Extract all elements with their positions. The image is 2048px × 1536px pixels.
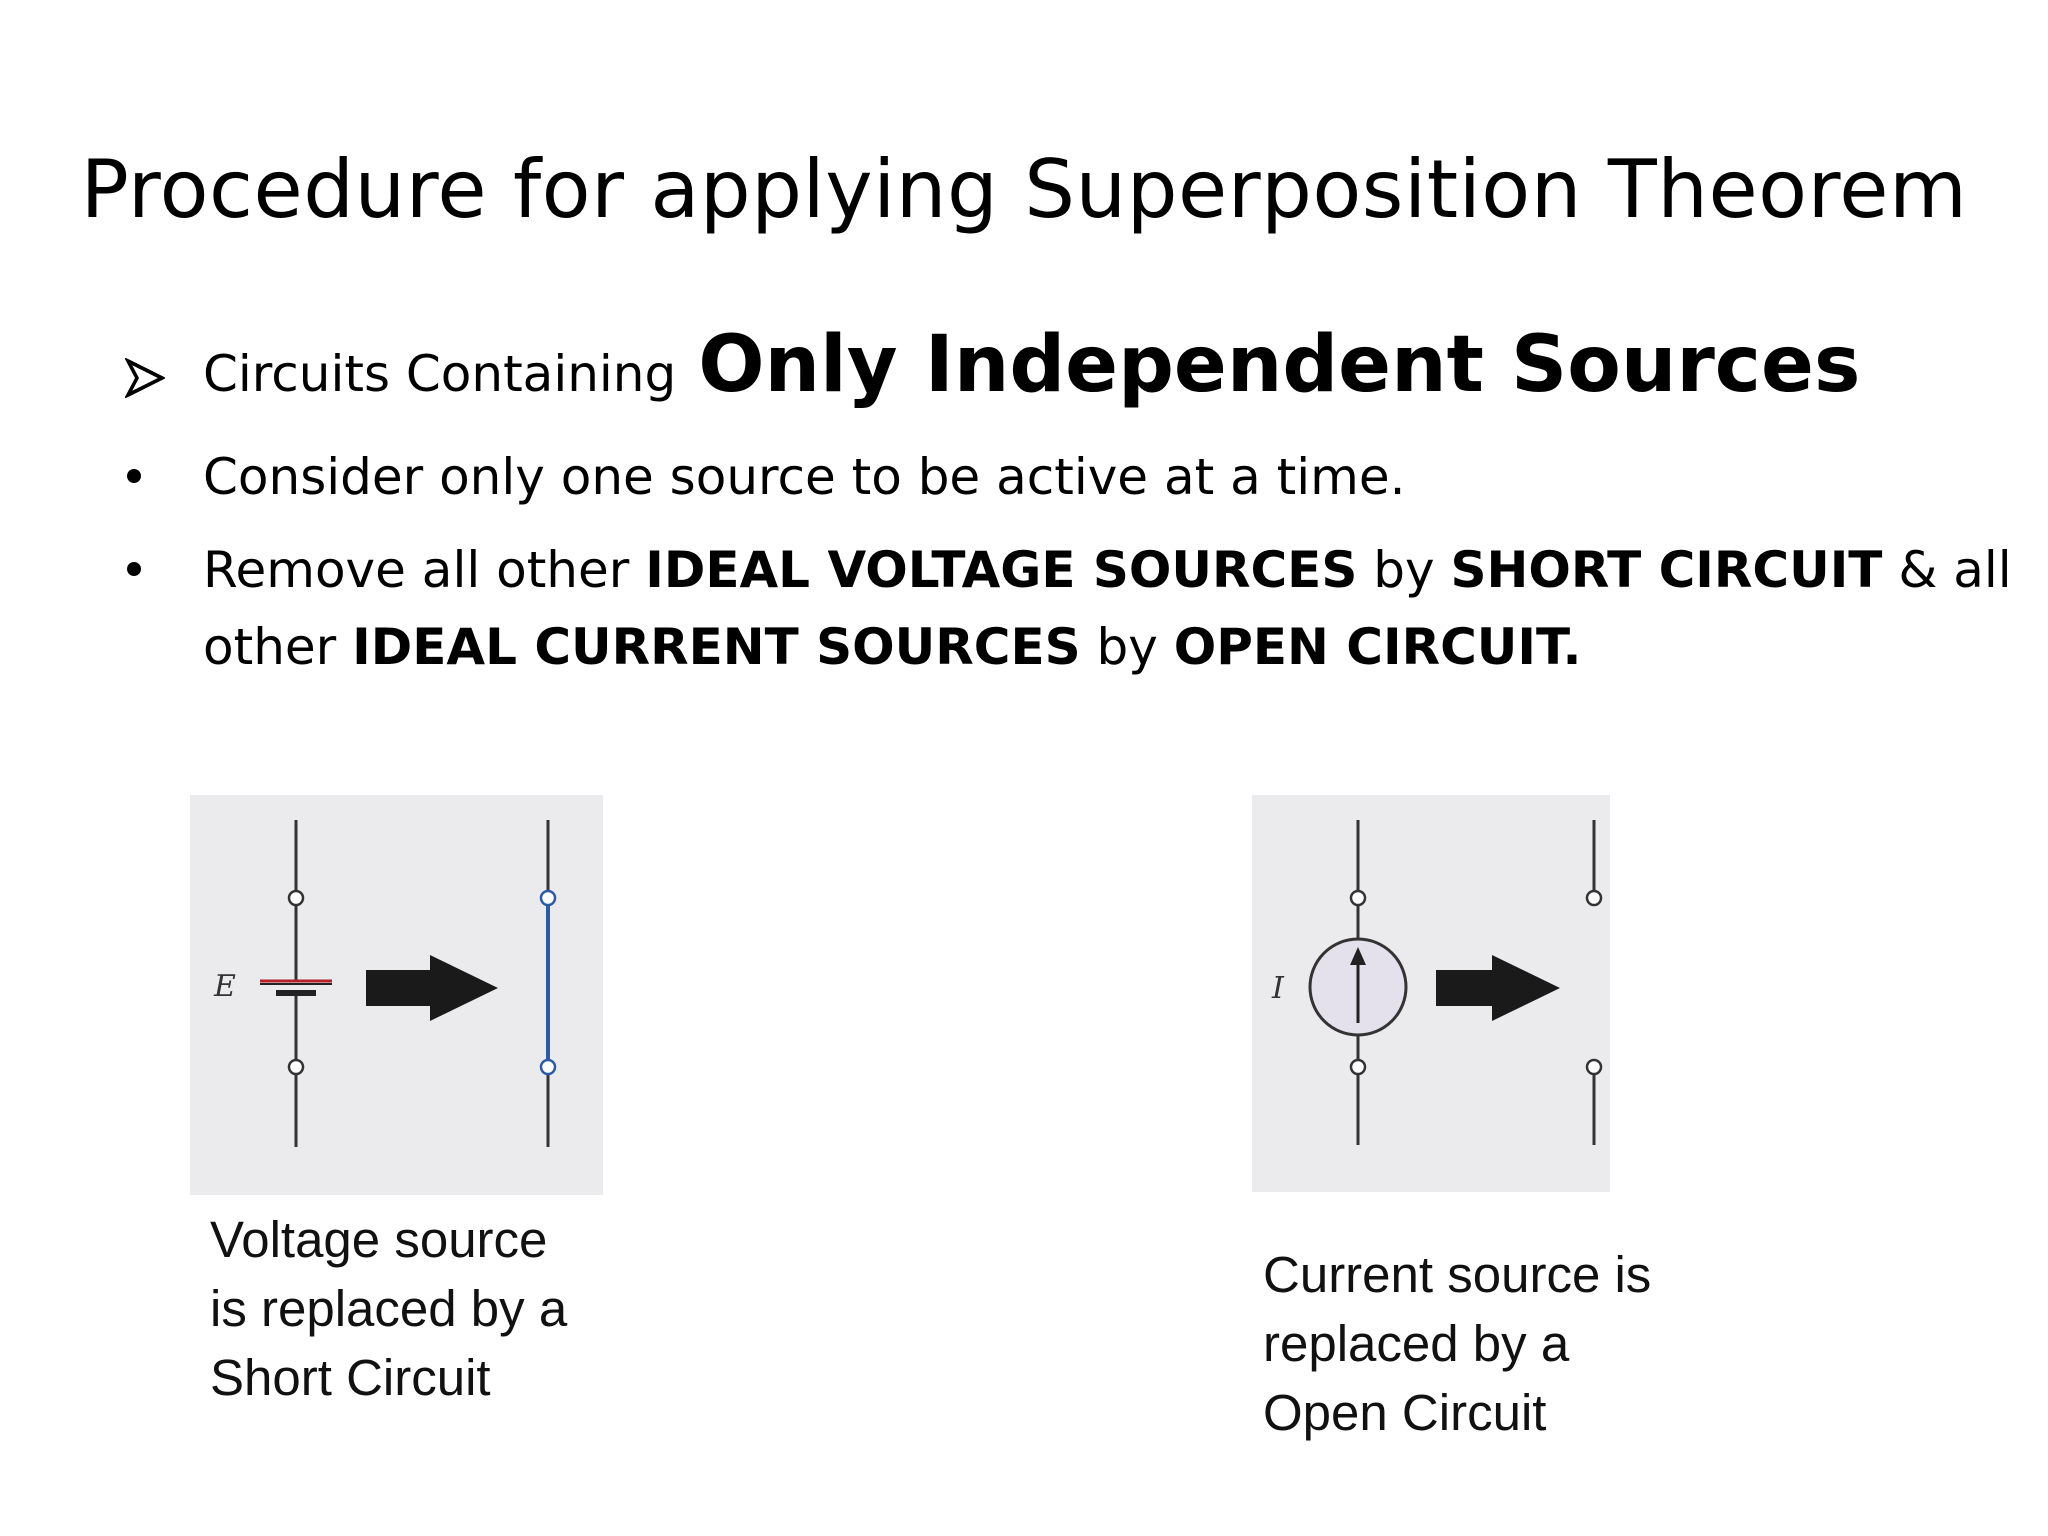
voltage-source-diagram: E bbox=[213, 820, 557, 1147]
bullet-remove-seg-bold: IDEAL VOLTAGE SOURCES bbox=[645, 541, 1358, 599]
terminal-top bbox=[1349, 889, 1367, 907]
current-source-figure: I bbox=[1252, 795, 1610, 1192]
voltage-caption: Voltage source is replaced by a Short Ci… bbox=[210, 1205, 567, 1412]
bullet-consider-text: Consider only one source to be active at… bbox=[203, 448, 1406, 506]
source-label-e: E bbox=[213, 969, 236, 1004]
bullet-remove-seg: Remove all other bbox=[203, 541, 646, 599]
terminal-top bbox=[539, 889, 557, 907]
terminal-top bbox=[287, 889, 305, 907]
heading-bullet-prefix: Circuits Containing bbox=[203, 345, 677, 403]
terminal-bottom bbox=[1585, 1058, 1603, 1076]
bullet-consider: Consider only one source to be active at… bbox=[203, 452, 1406, 502]
source-label-i: I bbox=[1271, 971, 1285, 1006]
arrow-bullet-icon bbox=[125, 358, 165, 398]
bullet-dot-icon bbox=[127, 562, 141, 576]
terminal-top bbox=[1585, 889, 1603, 907]
terminal-bottom bbox=[1349, 1058, 1367, 1076]
current-caption-line: replaced by a bbox=[1263, 1315, 1570, 1372]
bullet-remove-seg: & all bbox=[1882, 541, 2012, 599]
bullet-remove-line2: other IDEAL CURRENT SOURCES by OPEN CIRC… bbox=[203, 622, 1582, 672]
bullet-remove-seg: other bbox=[203, 618, 353, 676]
current-caption-line: Current source is bbox=[1263, 1246, 1652, 1303]
bullet-remove-seg-bold: IDEAL CURRENT SOURCES bbox=[352, 618, 1081, 676]
bullet-remove-line1: Remove all other IDEAL VOLTAGE SOURCES b… bbox=[203, 545, 2012, 595]
replace-arrow-icon bbox=[366, 955, 498, 1021]
terminal-bottom bbox=[539, 1058, 557, 1076]
terminal-bottom bbox=[287, 1058, 305, 1076]
voltage-caption-line: Voltage source bbox=[210, 1211, 548, 1268]
current-arrowhead-icon bbox=[1350, 947, 1366, 965]
voltage-caption-line: is replaced by a bbox=[210, 1280, 568, 1337]
bullet-remove-seg: by bbox=[1080, 618, 1174, 676]
bullet-dot-icon bbox=[127, 469, 141, 483]
voltage-source-figure: E bbox=[190, 795, 603, 1195]
slide-title: Procedure for applying Superposition The… bbox=[80, 143, 1968, 236]
bullet-remove-seg-bold: OPEN CIRCUIT. bbox=[1173, 618, 1582, 676]
bullet-remove-seg-bold: SHORT CIRCUIT bbox=[1450, 541, 1883, 599]
bullet-remove-seg: by bbox=[1357, 541, 1451, 599]
heading-bullet-emphasis: Only Independent Sources bbox=[698, 320, 1861, 410]
current-caption: Current source is replaced by a Open Cir… bbox=[1263, 1240, 1651, 1447]
voltage-caption-line: Short Circuit bbox=[210, 1349, 491, 1406]
current-caption-line: Open Circuit bbox=[1263, 1384, 1547, 1441]
current-source-diagram: I bbox=[1271, 820, 1603, 1145]
replace-arrow-icon bbox=[1436, 955, 1560, 1021]
